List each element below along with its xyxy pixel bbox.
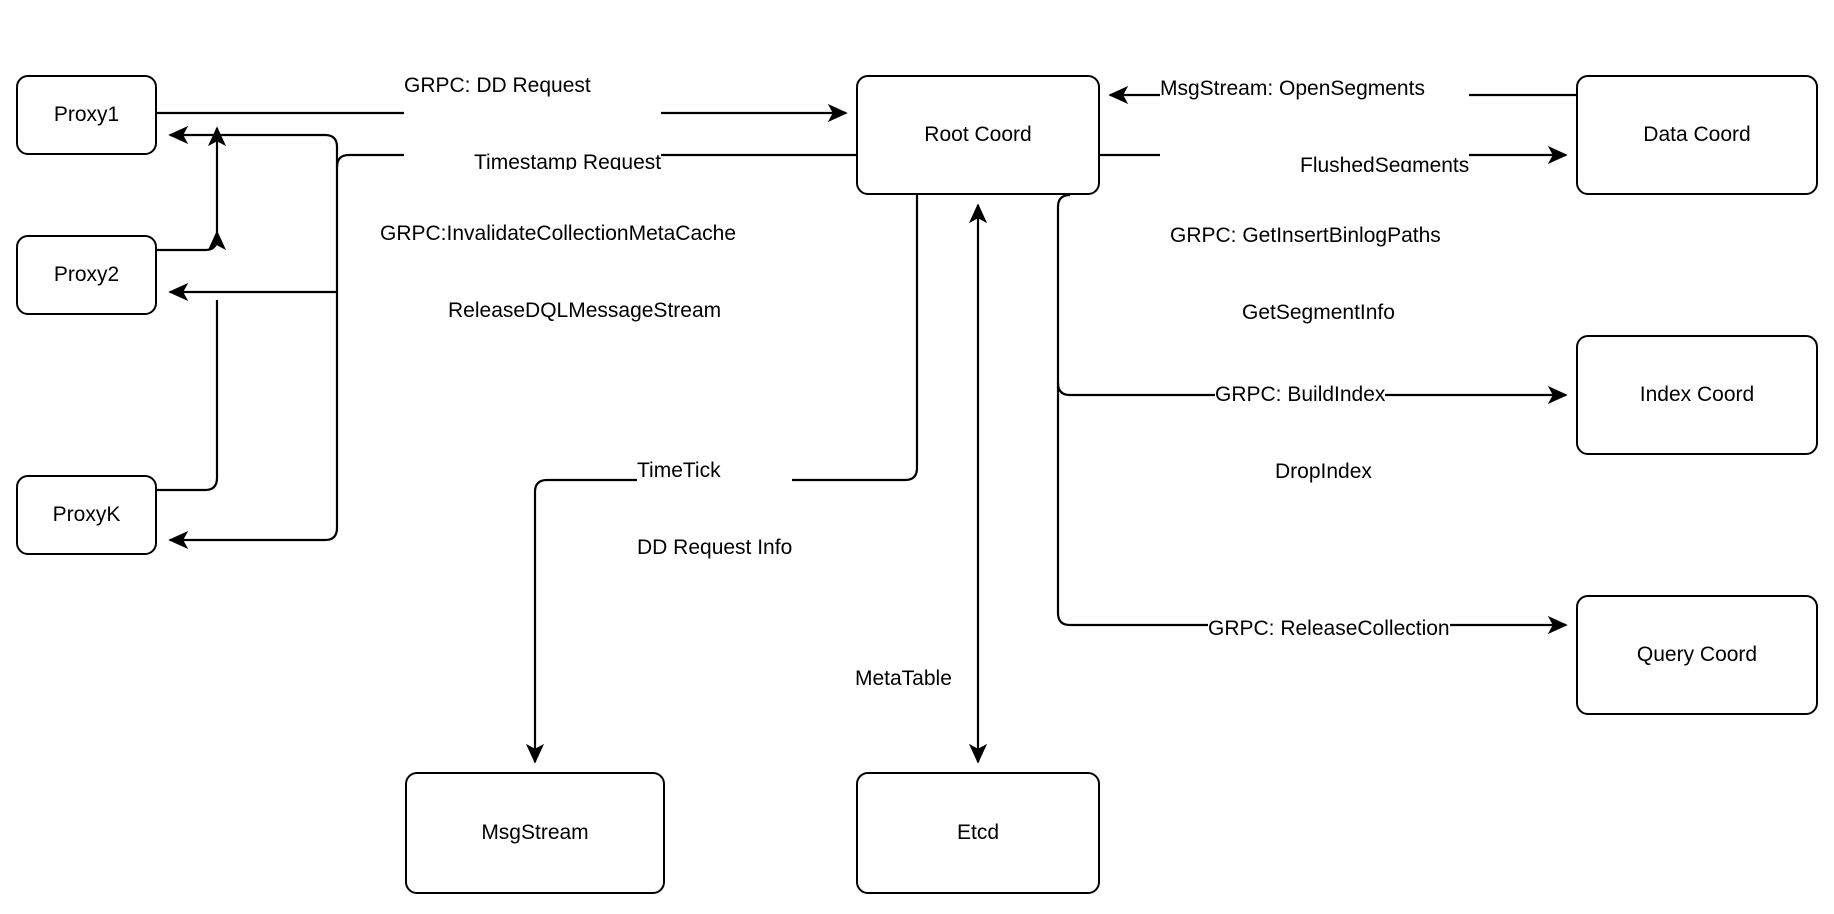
node-proxy2[interactable]: Proxy2 bbox=[16, 235, 157, 315]
node-data-coord-label: Data Coord bbox=[1643, 123, 1751, 147]
edge-label-line: GetSegmentInfo bbox=[1242, 301, 1395, 325]
node-query-coord[interactable]: Query Coord bbox=[1576, 595, 1818, 715]
node-etcd-label: Etcd bbox=[956, 821, 1000, 845]
edge-label-line: GRPC: GetInsertBinlogPaths bbox=[1170, 224, 1441, 248]
node-root-coord-label: Root Coord bbox=[924, 123, 1032, 147]
node-proxyk-label: ProxyK bbox=[52, 503, 121, 527]
wire-proxyk-to-rail bbox=[157, 300, 219, 492]
edge-label-line: GRPC: ReleaseCollection bbox=[1208, 617, 1450, 641]
edge-label-line: TimeTick bbox=[637, 459, 721, 483]
node-root-coord[interactable]: Root Coord bbox=[856, 75, 1100, 195]
node-index-coord[interactable]: Index Coord bbox=[1576, 335, 1818, 455]
wire-proxy2-to-rail bbox=[157, 230, 227, 252]
edge-label-root-coord-to-etcd: MetaTable bbox=[855, 615, 952, 744]
node-proxy2-label: Proxy2 bbox=[53, 263, 120, 287]
edge-label-line: GRPC: BuildIndex bbox=[1215, 383, 1386, 407]
node-proxy1[interactable]: Proxy1 bbox=[16, 75, 157, 155]
edge-label-line: MetaTable bbox=[855, 667, 952, 691]
edge-label-line: DD Request Info bbox=[637, 536, 793, 560]
wire-rail-to-proxy1 bbox=[168, 125, 339, 167]
node-data-coord[interactable]: Data Coord bbox=[1576, 75, 1818, 195]
edge-label-root-coord-to-proxy: GRPC:InvalidateCollectionMetaCache Relea… bbox=[380, 170, 737, 375]
edge-label-line: GRPC:InvalidateCollectionMetaCache bbox=[380, 222, 737, 246]
edge-label-root-coord-to-index-coord: GRPC: BuildIndex DropIndex bbox=[1215, 331, 1386, 536]
edge-label-line: ReleaseDQLMessageStream bbox=[448, 299, 722, 323]
node-msgstream-label: MsgStream bbox=[481, 821, 589, 845]
edge-label-line: GRPC: DD Request bbox=[404, 74, 591, 98]
node-query-coord-label: Query Coord bbox=[1636, 643, 1758, 667]
edge-label-line: DropIndex bbox=[1275, 460, 1372, 484]
node-msgstream[interactable]: MsgStream bbox=[405, 772, 665, 894]
edge-label-line: FlushedSegments bbox=[1300, 154, 1470, 178]
node-index-coord-label: Index Coord bbox=[1639, 383, 1755, 407]
node-proxyk[interactable]: ProxyK bbox=[16, 475, 157, 555]
edge-label-line: MsgStream: OpenSegments bbox=[1160, 77, 1425, 101]
edge-label-root-coord-to-query-coord: GRPC: ReleaseCollection bbox=[1208, 565, 1450, 694]
node-proxy1-label: Proxy1 bbox=[53, 103, 120, 127]
node-etcd[interactable]: Etcd bbox=[856, 772, 1100, 894]
edge-label-root-coord-to-msgstream: TimeTick DD Request Info bbox=[637, 407, 793, 612]
